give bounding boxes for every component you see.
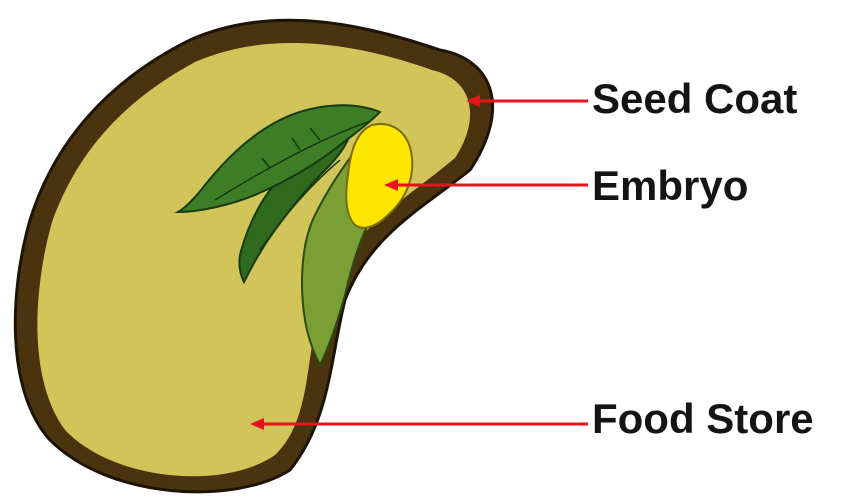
seed-coat-label: Seed Coat (592, 78, 797, 120)
embryo-label: Embryo (592, 165, 748, 207)
food-store-label: Food Store (592, 398, 814, 440)
